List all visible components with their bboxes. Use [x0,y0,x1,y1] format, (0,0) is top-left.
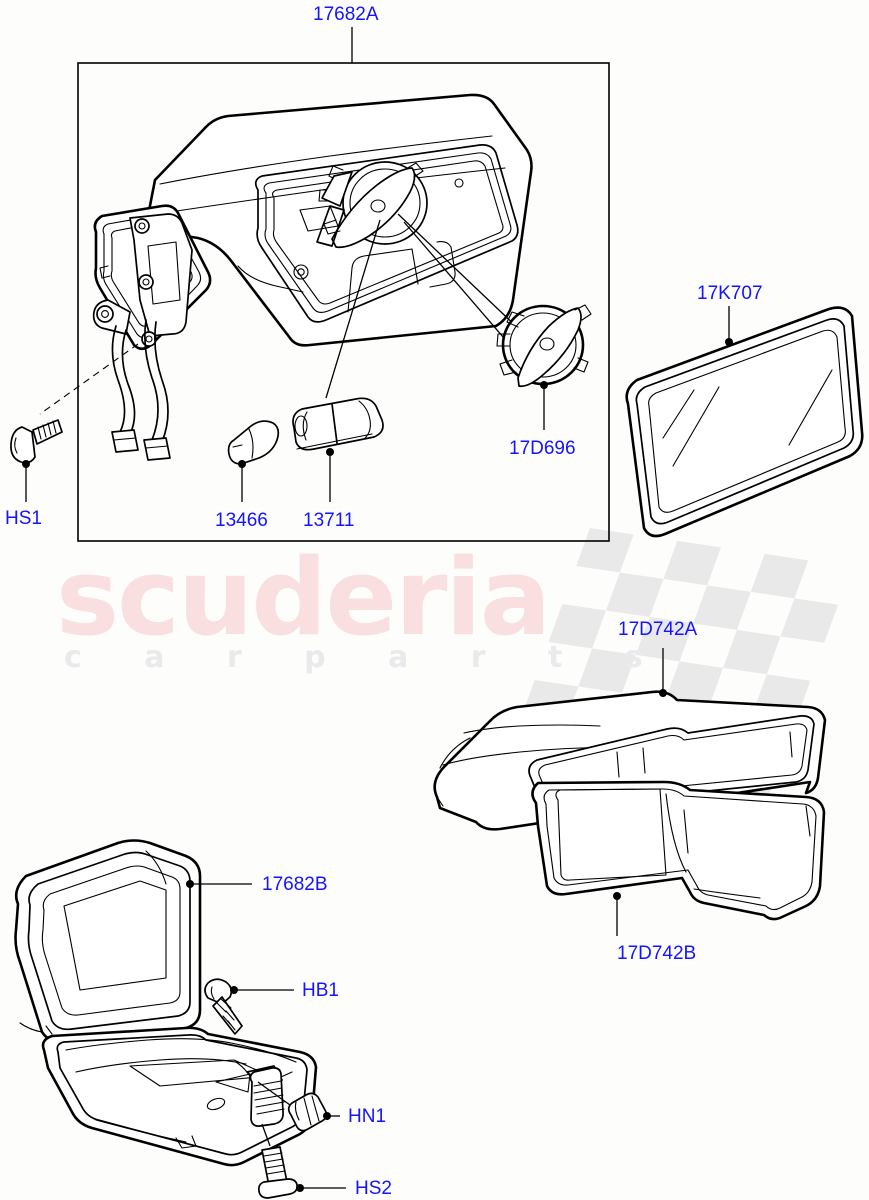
label-17K707[interactable]: 17K707 [697,283,763,304]
label-17D696[interactable]: 17D696 [509,438,576,459]
leader-motor-alt [403,221,517,353]
mirror-glass-17K707-illustration [625,306,864,538]
approach-lamp-13711-illustration [292,397,384,502]
leader-hn1-to-stud [257,1081,291,1106]
mirror-base-17682B-illustration [14,839,318,1167]
mirror-cover-lower-17D742B-illustration [531,780,826,936]
dot-17682B [186,880,194,888]
label-HS2[interactable]: HS2 [355,1178,392,1199]
label-17682A[interactable]: 17682A [313,4,379,25]
group-box-17682A [77,62,610,542]
label-17D742A[interactable]: 17D742A [618,619,698,640]
label-13711[interactable]: 13711 [303,510,355,531]
bulb-13466-illustration [227,420,280,502]
label-HN1[interactable]: HN1 [348,1106,387,1127]
bolt-hb1-illustration [204,978,294,1035]
leader-hs2-to-base [261,1123,271,1147]
nut-hn1-illustration [287,1092,340,1132]
mirror-assembly-illustration [39,93,533,461]
hs1-dashed-leader [39,343,139,415]
label-13466[interactable]: 13466 [215,510,268,531]
leader-motor-to-lamp [325,219,381,399]
screw-hs1-illustration [10,419,63,502]
label-17682B[interactable]: 17682B [262,874,328,895]
label-17D742B[interactable]: 17D742B [617,943,697,964]
label-HB1[interactable]: HB1 [302,980,339,1001]
actuator-motor-17D696-illustration [496,304,592,430]
wiring-harness [111,319,171,461]
label-HS1[interactable]: HS1 [5,508,42,529]
leader-motor-to-17D696 [397,213,521,331]
screw-hs2-illustration [258,1146,346,1199]
